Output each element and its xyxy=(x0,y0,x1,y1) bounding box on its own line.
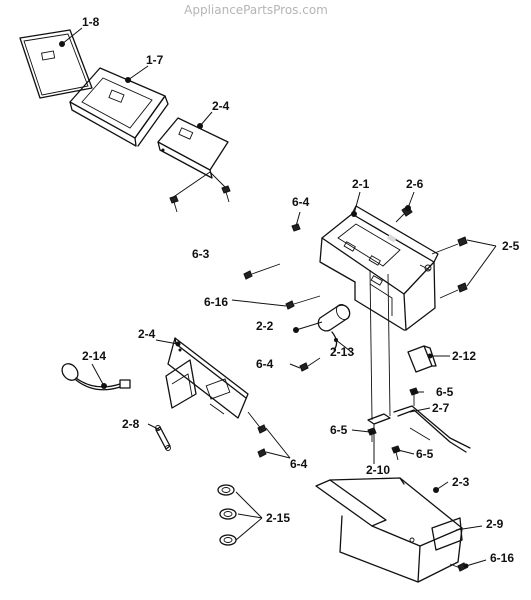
callout-2-12: 2-12 xyxy=(452,349,476,363)
callout-6-4-top: 6-4 xyxy=(292,195,310,209)
part-2-12-relay-block xyxy=(407,345,448,373)
callout-2-9: 2-9 xyxy=(486,517,504,531)
part-2-5-screws xyxy=(431,236,497,299)
callout-2-13: 2-13 xyxy=(330,345,354,359)
callout-2-1: 2-1 xyxy=(352,177,370,191)
part-2-14-wire-harness xyxy=(61,363,131,391)
callout-1-8: 1-8 xyxy=(82,15,100,29)
part-6-4-mid-screw xyxy=(299,357,321,372)
part-6-3-screws xyxy=(169,171,231,213)
part-1-8-lens-cover xyxy=(19,29,93,99)
callout-2-15: 2-15 xyxy=(266,511,290,525)
callout-6-3: 6-3 xyxy=(192,247,210,261)
callout-2-10: 2-10 xyxy=(366,463,390,477)
callout-6-4-bot: 6-4 xyxy=(290,457,308,471)
callout-2-4-mid: 2-4 xyxy=(138,327,156,341)
callout-2-6: 2-6 xyxy=(406,177,424,191)
callout-6-5-a: 6-5 xyxy=(436,385,454,399)
part-6-4-top-screw xyxy=(291,211,301,232)
part-2-7-actuator-lever xyxy=(393,405,471,453)
callout-1-7: 1-7 xyxy=(146,53,164,67)
callout-6-16-bot: 6-16 xyxy=(490,551,514,565)
callout-2-14: 2-14 xyxy=(82,349,106,363)
callout-2-8: 2-8 xyxy=(122,417,140,431)
part-2-4-control-plate-top xyxy=(157,117,229,179)
part-6-16-mid-screws xyxy=(231,263,321,310)
watermark-text: AppliancePartsPros.com xyxy=(184,3,328,17)
callout-6-5-b: 6-5 xyxy=(330,423,348,437)
callout-2-2: 2-2 xyxy=(256,319,274,333)
part-2-2-capacitor xyxy=(293,304,351,333)
callout-2-3: 2-3 xyxy=(452,475,470,489)
part-1-7-bezel xyxy=(69,67,169,147)
part-2-15-clips xyxy=(217,484,263,546)
callout-6-4-mid: 6-4 xyxy=(256,357,274,371)
callout-6-16-mid: 6-16 xyxy=(204,295,228,309)
callout-2-5: 2-5 xyxy=(502,239,520,253)
callout-2-4-top: 2-4 xyxy=(212,99,230,113)
part-2-1-housing-bracket xyxy=(319,205,439,331)
part-6-4-bottom-screws xyxy=(247,411,291,459)
callout-2-7: 2-7 xyxy=(432,401,450,415)
part-2-4-control-board xyxy=(165,337,249,419)
part-2-3-lower-tray xyxy=(315,477,463,583)
callout-6-5-c: 6-5 xyxy=(416,447,434,461)
callout-leaders xyxy=(59,27,487,569)
callout-labels: 1-8 1-7 2-4 6-3 2-1 2-6 6-4 2-5 6-16 2-2… xyxy=(82,15,520,565)
